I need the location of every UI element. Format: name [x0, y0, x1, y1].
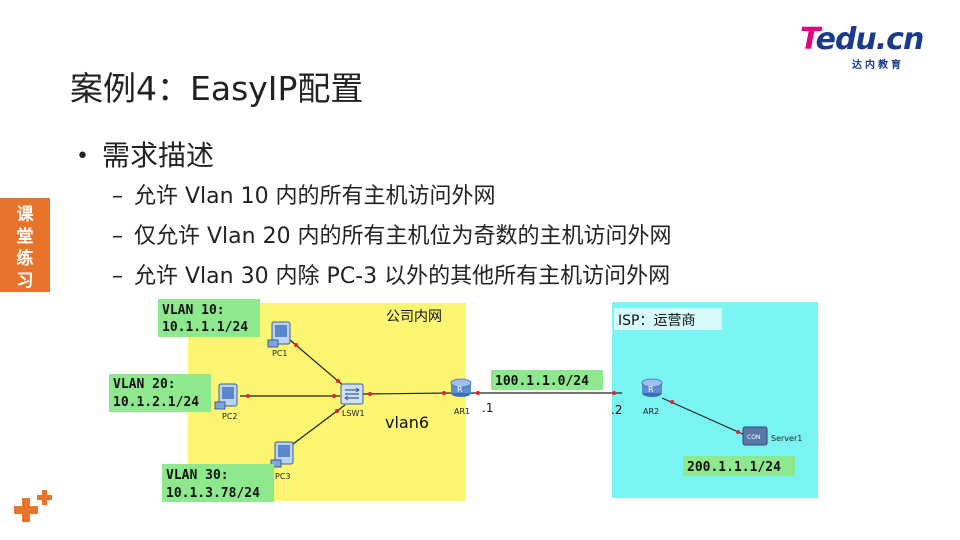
port-dot — [736, 430, 740, 434]
port-dot — [335, 409, 339, 413]
port-dot — [442, 391, 446, 395]
side-tab-practice: 课 堂 练 习 — [0, 198, 50, 292]
pc3-label: PC3 — [275, 472, 291, 481]
logo-wordmark: Tedu.cn — [800, 22, 924, 57]
vlan20-line1: VLAN 20: — [113, 377, 176, 392]
side-tab-char: 练 — [16, 249, 34, 269]
vlan30-line1: VLAN 30: — [166, 468, 229, 483]
router-tag: R — [648, 385, 654, 394]
vlan30-line2: 10.1.3.78/24 — [166, 486, 260, 501]
router-ar1-icon: R — [450, 378, 472, 397]
switch-icon — [340, 383, 364, 405]
link-lsw1-ar1 — [361, 392, 453, 395]
requirement-text: 允许 Vlan 10 内的所有主机访问外网 — [134, 184, 496, 209]
pc3-icon — [270, 441, 294, 468]
requirement-item: –仅允许 Vlan 20 内的所有主机位为奇数的主机访问外网 — [112, 218, 672, 250]
requirement-item: –允许 Vlan 10 内的所有主机访问外网 — [112, 178, 496, 210]
requirement-text: 仅允许 Vlan 20 内的所有主机位为奇数的主机访问外网 — [134, 224, 672, 249]
link-pc1-lsw1 — [289, 339, 346, 388]
router-ar2-icon: R — [641, 378, 663, 397]
ar1-label: AR1 — [454, 407, 470, 416]
link-net-label: 100.1.1.0/24 — [495, 374, 589, 389]
company-zone-label: 公司内网 — [386, 309, 442, 325]
port-dot — [336, 379, 340, 383]
links — [240, 339, 746, 451]
port-dot — [612, 391, 616, 395]
server1-label: Server1 — [771, 434, 802, 443]
server-net-label: 200.1.1.1/24 — [687, 460, 781, 475]
vlan30-label-box — [162, 464, 274, 502]
server-tag: CON — [747, 434, 760, 441]
ar1-interface-label: .1 — [482, 401, 493, 415]
port-dot — [368, 392, 372, 396]
pc1-label: PC1 — [272, 349, 288, 358]
vlan20-line2: 10.1.2.1/24 — [113, 395, 199, 410]
dash-icon: – — [112, 224, 123, 249]
requirement-text: 允许 Vlan 30 内除 PC-3 以外的其他所有主机访问外网 — [134, 264, 671, 289]
pc2-icon — [214, 383, 238, 410]
link-endpoints — [246, 343, 740, 446]
vlan10-line1: VLAN 10: — [162, 303, 225, 318]
dash-icon: – — [112, 184, 123, 209]
logo-subtitle: 达内教育 — [852, 60, 904, 71]
side-tab-char: 习 — [16, 271, 34, 291]
port-dot — [670, 400, 674, 404]
port-dot — [476, 391, 480, 395]
vlan10-label-box — [158, 299, 260, 337]
isp-zone-label: ISP：运营商 — [618, 313, 695, 329]
vlan20-label-box — [109, 374, 211, 412]
ar2-interface-label: .2 — [611, 403, 622, 417]
corner-plus-icon — [14, 490, 52, 522]
server-net-label-box — [683, 456, 795, 476]
vlan6-label: vlan6 — [385, 413, 429, 432]
slide-title: 案例4：EasyIP配置 — [70, 69, 364, 108]
server-icon: CON — [742, 426, 768, 446]
pc1-icon — [267, 321, 291, 348]
link-pc3-lsw1 — [284, 404, 346, 451]
router-tag: R — [457, 385, 463, 394]
link-ar2-server1 — [661, 397, 746, 436]
side-tab-char: 堂 — [16, 227, 34, 247]
bullet-dot-icon: • — [76, 144, 89, 169]
port-dot — [332, 394, 336, 398]
link-net-label-box — [491, 370, 603, 390]
isp-zone-label-box — [614, 308, 722, 330]
port-dot — [246, 394, 250, 398]
bullet-heading: 需求描述 — [102, 139, 215, 172]
lsw1-label: LSW1 — [342, 409, 365, 418]
dash-icon: – — [112, 264, 123, 289]
ar2-label: AR2 — [643, 407, 659, 416]
vlan10-line2: 10.1.1.1/24 — [162, 320, 248, 335]
tedu-logo: Tedu.cn 达内教育 — [800, 22, 940, 72]
pc2-label: PC2 — [222, 412, 238, 421]
port-dot — [294, 343, 298, 347]
side-tab-char: 课 — [16, 205, 34, 225]
requirement-item: –允许 Vlan 30 内除 PC-3 以外的其他所有主机访问外网 — [112, 258, 670, 290]
company-zone-label-box — [382, 305, 464, 325]
